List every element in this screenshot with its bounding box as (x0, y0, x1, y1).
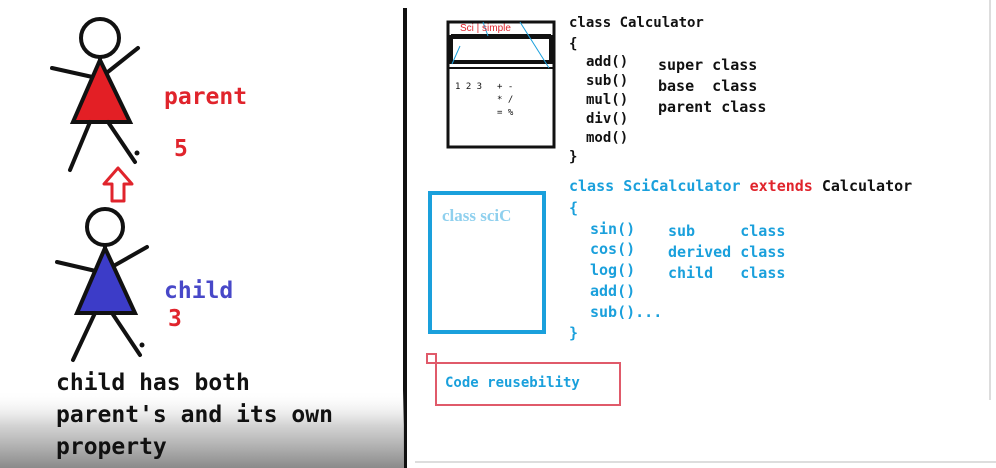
child-right-leg (110, 311, 142, 357)
parent-head (79, 17, 121, 59)
child-number: 3 (168, 306, 182, 332)
calculator-screen (449, 35, 553, 64)
calculator-op-row-1: + - (497, 82, 514, 92)
derived-open-brace: { (569, 199, 579, 217)
child-figure (55, 207, 149, 362)
parent-right-leg (106, 120, 137, 164)
derived-method-1: sin() (590, 220, 636, 238)
parent-left-arm (50, 66, 99, 80)
calculator-op-row-3: = % (497, 108, 514, 118)
child-dress (73, 243, 139, 315)
parent-left-leg (68, 120, 92, 172)
caption-line-2: parent's and its own (56, 402, 333, 428)
base-method-3: mul() (586, 92, 629, 108)
child-label: child (164, 278, 234, 304)
base-method-2: sub() (586, 73, 629, 89)
base-alias-1: super class (658, 56, 758, 74)
reuse-box (435, 362, 621, 406)
caption-line-3: property (56, 434, 167, 460)
caption-line-1: child has both (56, 370, 250, 396)
parent-figure (50, 17, 140, 172)
parent-number: 5 (174, 136, 188, 162)
derived-method-4: add() (590, 282, 636, 300)
parent-dot (134, 150, 140, 156)
derived-method-5: sub()... (590, 303, 663, 321)
base-method-1: add() (586, 54, 629, 70)
base-alias-2: base class (658, 77, 758, 95)
small-red-square (426, 353, 437, 364)
child-left-arm (55, 260, 102, 274)
base-class-close-brace: } (569, 149, 578, 165)
derived-close-brace: } (569, 324, 579, 342)
parent-right-arm (102, 46, 140, 77)
derived-base-name: Calculator (821, 177, 913, 195)
calculator-op-row-2: * / (497, 95, 514, 105)
code-reuse-label: Code reusebility (445, 375, 580, 391)
derived-method-3: log() (590, 261, 636, 279)
base-method-5: mod() (586, 130, 629, 146)
derived-alias-1: sub class (668, 222, 786, 240)
base-class-declaration: class Calculator (569, 15, 704, 31)
parent-dress (69, 55, 134, 124)
caption-band (0, 390, 404, 468)
base-alias-3: parent class (658, 98, 767, 116)
derived-class-declaration: class SciCalculator extends Calculator (569, 179, 912, 194)
child-left-leg (71, 311, 97, 362)
sci-class-box-label: class sciC (442, 206, 512, 225)
calculator-tab-text: Sci | simple (460, 23, 511, 34)
derived-class-name: SciCalculator (623, 177, 741, 195)
calculator-body (446, 20, 556, 149)
keyword-class: class (569, 177, 615, 195)
keyword-extends: extends (749, 177, 813, 195)
base-method-4: div() (586, 111, 629, 127)
child-dot (139, 342, 145, 348)
calculator-tab-divider (482, 21, 489, 37)
derived-method-2: cos() (590, 240, 636, 258)
child-right-arm (108, 245, 149, 270)
base-class-open-brace: { (569, 36, 578, 52)
calculator-digits: 1 2 3 (455, 82, 483, 92)
inheritance-arrow-up (102, 166, 134, 203)
calculator-blue-stroke-1 (519, 21, 550, 69)
sci-class-box (428, 191, 546, 334)
calculator-blue-stroke-2 (451, 45, 461, 65)
parent-label: parent (164, 84, 248, 110)
calculator-drawing (446, 20, 556, 149)
derived-alias-3: child class (668, 264, 786, 282)
child-head (85, 207, 125, 247)
derived-alias-2: derived class (668, 243, 786, 261)
